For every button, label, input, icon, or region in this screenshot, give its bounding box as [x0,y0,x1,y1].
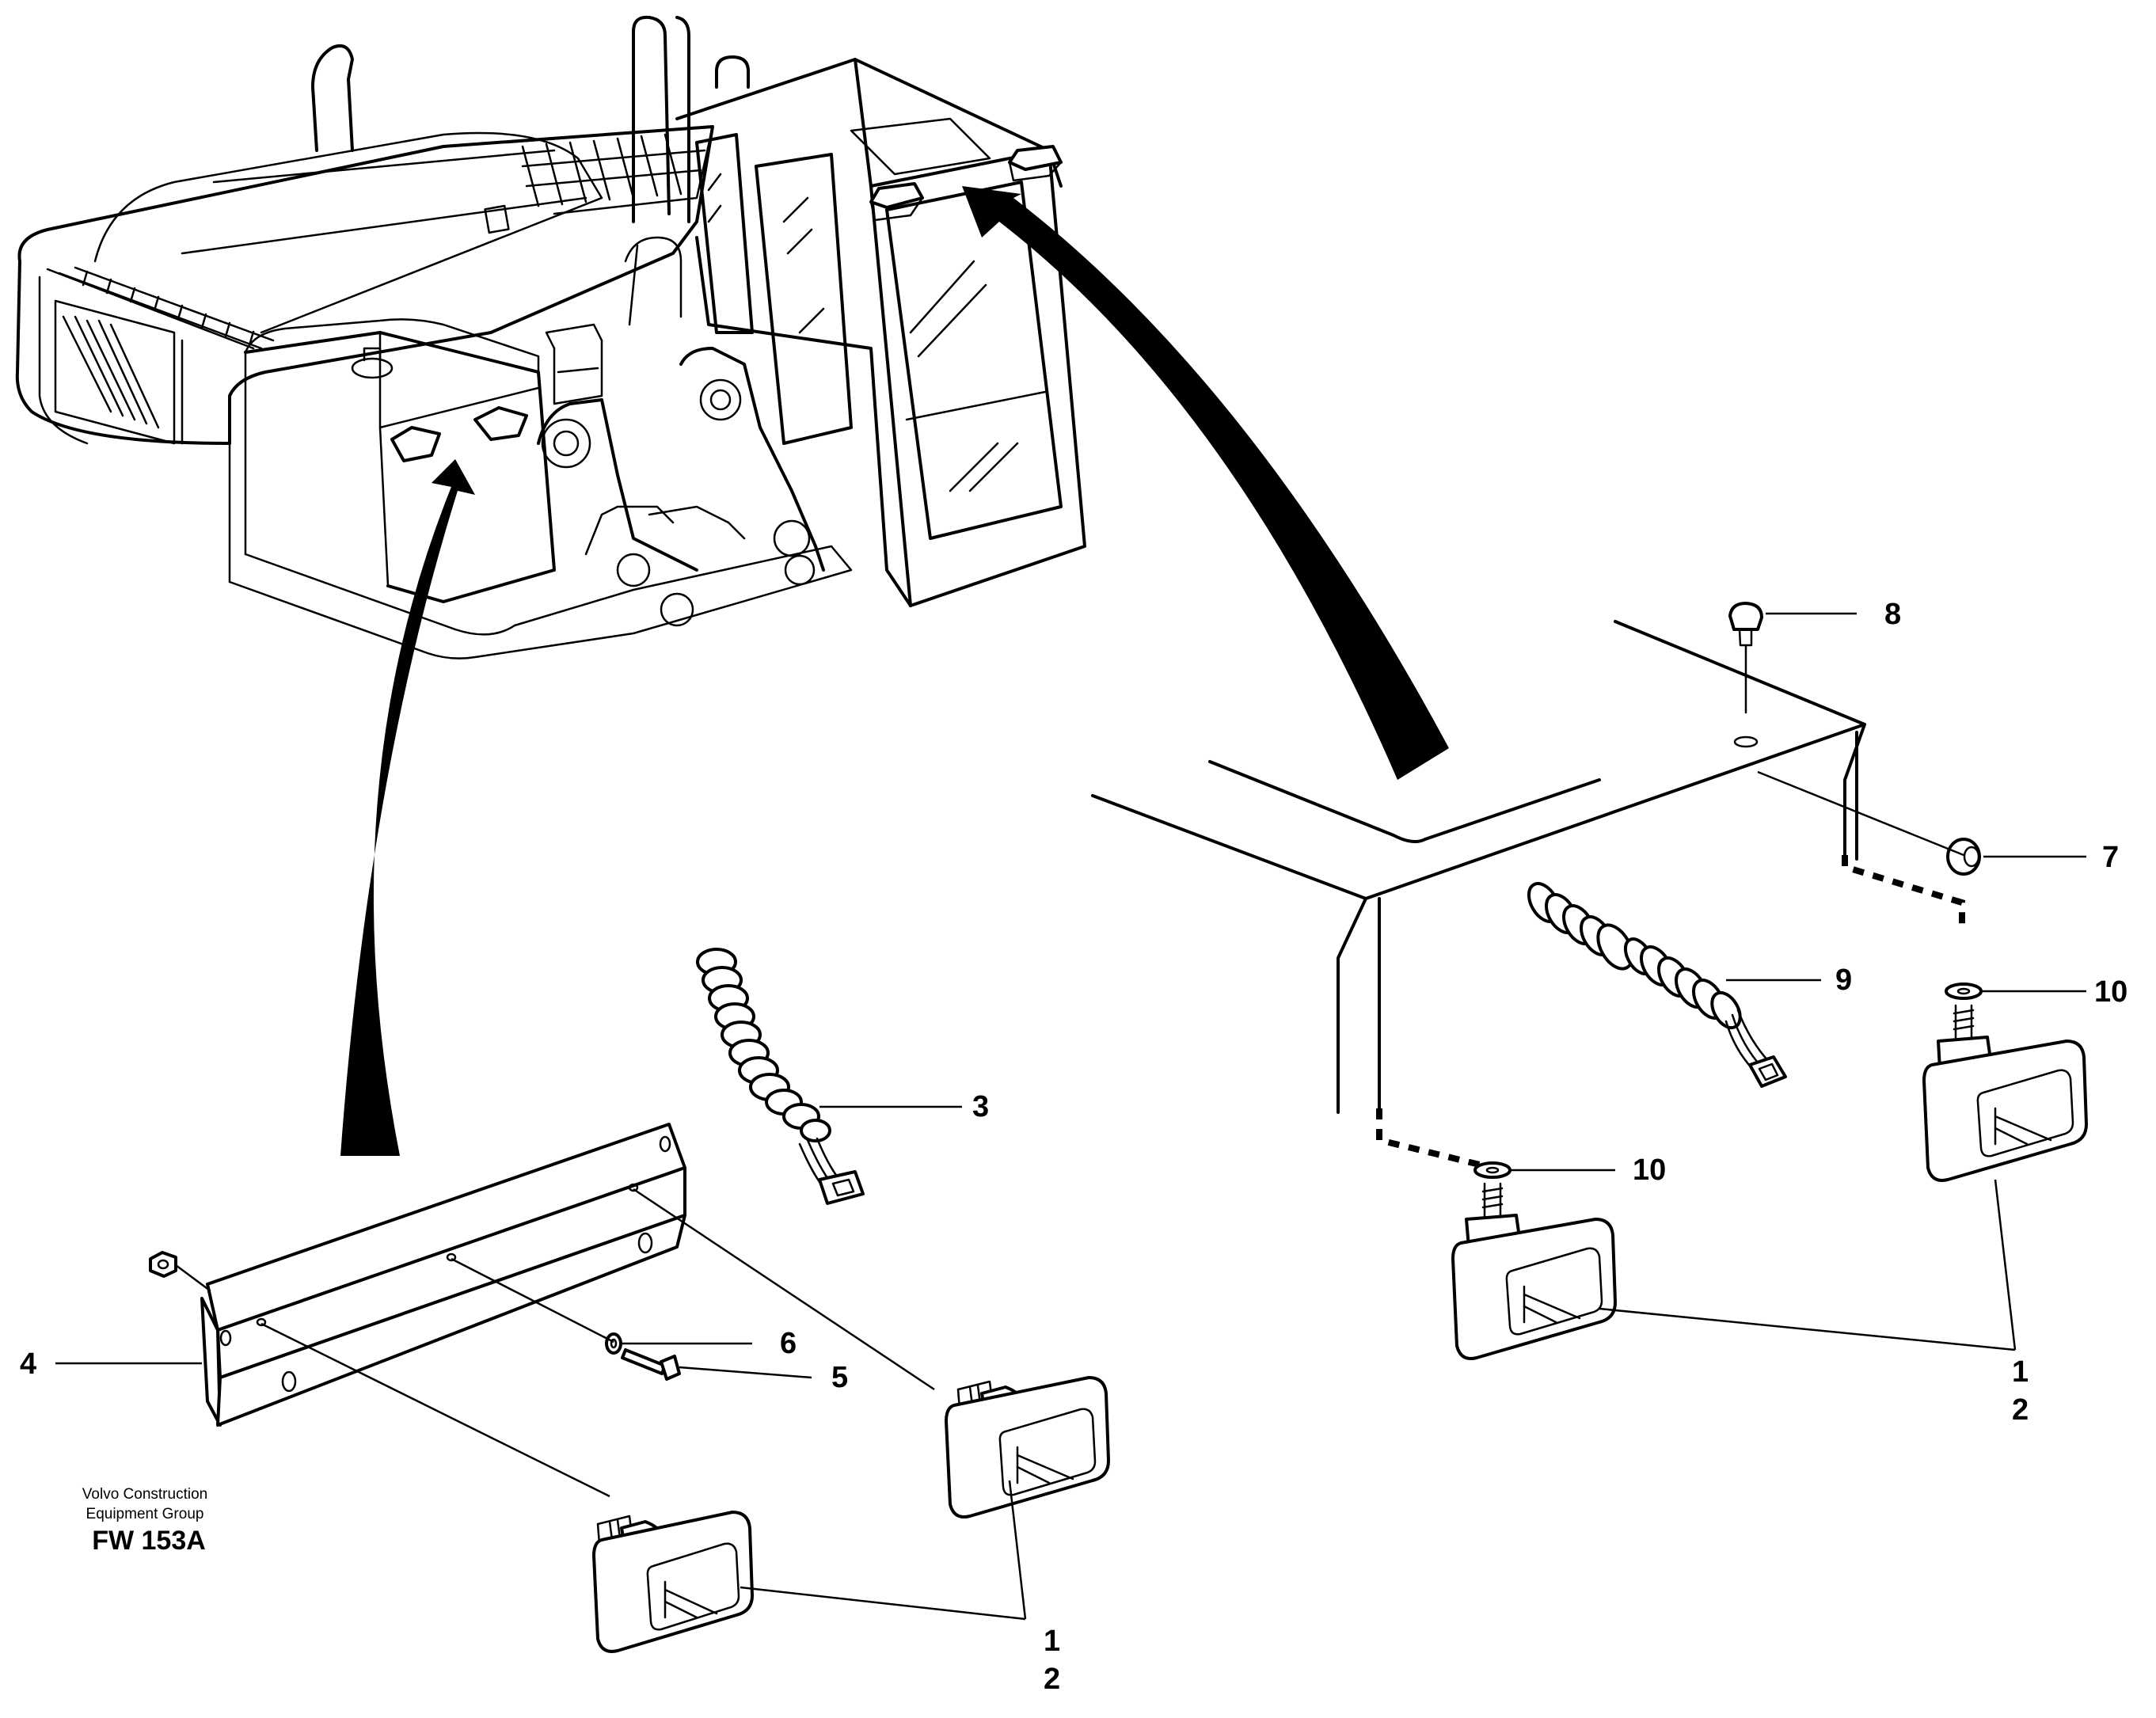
arrow-to-cab-roof-icon [962,186,1449,780]
washer-10-lower-icon [1473,1161,1511,1179]
callout-3: 3 [972,1090,989,1123]
callout-9: 9 [1835,964,1852,997]
brand-line-2: Equipment Group [86,1506,204,1522]
callout-1-right: 1 [2012,1355,2029,1389]
brand-line-1: Volvo Construction [82,1486,207,1503]
callout-5: 5 [831,1361,848,1394]
callout-7: 7 [2102,841,2119,874]
washer-10-upper-icon [1945,983,1983,1000]
cab-roof-detail-icon [1091,620,1866,1114]
washer-6-icon [605,1332,622,1355]
grommet-7-icon [1946,838,1981,876]
lamp-bracket-4-icon [200,1123,686,1427]
callout-4: 4 [20,1347,36,1381]
callout-6: 6 [780,1327,797,1360]
work-lamp-right-lower-icon [1451,1182,1617,1360]
work-lamp-left-lower-icon [592,1511,754,1653]
callout-10-lower: 10 [1633,1154,1666,1187]
cable-harness-3-icon [696,948,865,1205]
callout-2-left: 2 [1044,1663,1060,1696]
arrow-to-tank-lamps-icon [340,459,475,1156]
drawing-code: FW 153A [92,1526,206,1556]
dashed-assembly-line-2 [1842,855,1965,930]
callout-8: 8 [1884,598,1901,631]
callout-1-left: 1 [1044,1625,1060,1658]
nut-icon [149,1251,211,1292]
plug-8-icon [1728,602,1763,748]
work-lamp-left-upper-icon [945,1376,1110,1518]
bolt-5-icon [621,1348,681,1381]
excavator-upper-structure-icon [15,15,1086,659]
work-lamp-right-upper-icon [1922,1004,2088,1182]
callout-10-upper: 10 [2094,975,2127,1009]
cable-harness-9-icon [1527,882,1787,1088]
callout-2-right: 2 [2012,1393,2029,1427]
